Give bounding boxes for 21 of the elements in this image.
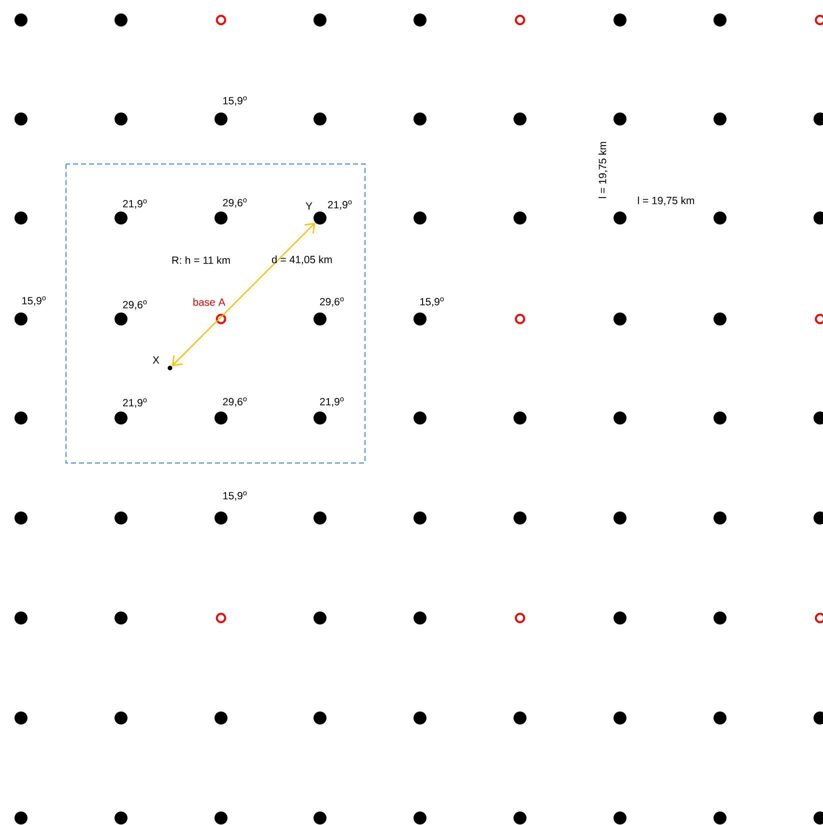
value-label: 29,6$^{o}$ <box>223 198 247 208</box>
value-label: R: h = 11 km <box>172 256 230 264</box>
value-label: 15,9$^{o}$ <box>22 296 46 306</box>
value-label: 15,9$^{o}$ <box>420 297 444 307</box>
double-arrow <box>172 222 316 366</box>
value-label: l = 19,75 km <box>638 196 694 206</box>
dimension-label: l = 19,75 km <box>598 142 608 198</box>
value-label: 29,6$^{o}$ <box>320 297 344 307</box>
base-label: base A <box>193 298 226 306</box>
value-label: 21,9$^{o}$ <box>123 199 147 209</box>
point-label: Y <box>306 202 312 210</box>
value-label: 15,9$^{o}$ <box>223 96 247 106</box>
point-label: X <box>152 356 160 364</box>
value-label: 29,6$^{o}$ <box>123 300 147 310</box>
dot <box>314 212 326 224</box>
value-label: 21,9$^{o}$ <box>320 397 344 407</box>
value-label: 15,9$^{o}$ <box>223 491 247 501</box>
value-label: d = 41,05 km <box>272 256 332 264</box>
value-label: 29,6$^{o}$ <box>223 397 247 407</box>
value-label: 21,9$^{o}$ <box>123 398 147 408</box>
value-label: 21,9$^{o}$ <box>328 200 352 210</box>
